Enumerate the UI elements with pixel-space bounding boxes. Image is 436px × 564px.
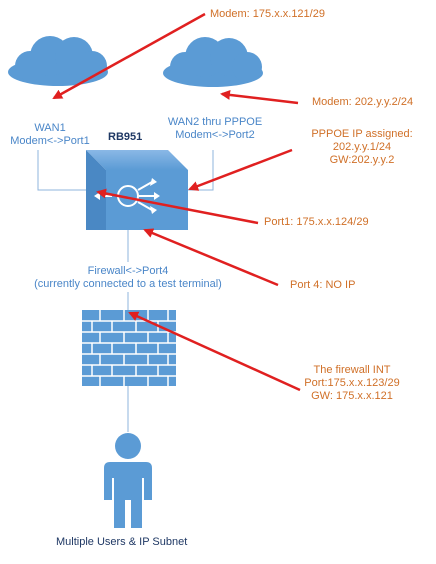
router-icon (86, 150, 188, 230)
user-icon (104, 433, 152, 528)
firewall-int-title: The firewall INT (313, 364, 391, 376)
arrow-modem2 (220, 89, 299, 105)
router-name: RB951 (108, 131, 143, 143)
annotation-firewall-int: The firewall INT Port:175.x.x.123/29 GW:… (292, 364, 412, 403)
users-label: Multiple Users & IP Subnet (56, 536, 188, 548)
firewall-label: Firewall<->Port4 (currently connected to… (16, 265, 240, 291)
annotation-pppoe: PPPOE IP assigned: 202.y.y.1/24 GW:202.y… (302, 128, 422, 167)
firewall-note: (currently connected to a test terminal) (34, 278, 222, 290)
arrow-pppoe (188, 148, 293, 191)
annotation-port4: Port 4: NO IP (290, 279, 356, 291)
annotation-modem1: Modem: 175.x.x.121/29 (210, 8, 325, 20)
wan2-title: WAN2 thru PPPOE (167, 116, 263, 128)
firewall-int-port: Port:175.x.x.123/29 (304, 377, 400, 389)
arrow-firewall-int (128, 311, 301, 392)
pppoe-title: PPPOE IP assigned: (311, 128, 413, 140)
arrow-modem1 (52, 12, 206, 100)
annotation-arrows (52, 12, 301, 392)
connector-lines (37, 150, 214, 432)
pppoe-ip: 202.y.y.1/24 (332, 141, 392, 153)
wan1-link: Modem<->Port1 (10, 135, 90, 147)
cloud-icon-wan1 (8, 36, 108, 86)
arrow-port1 (96, 188, 259, 225)
firewall-icon (82, 310, 176, 386)
cloud-icon-wan2 (163, 37, 263, 87)
wan1-title: WAN1 (34, 122, 66, 134)
wan2-link: Modem<->Port2 (175, 129, 255, 141)
pppoe-gw: GW:202.y.y.2 (329, 154, 395, 166)
firewall-int-gw: GW: 175.x.x.121 (311, 390, 393, 402)
wan2-label: WAN2 thru PPPOE Modem<->Port2 (160, 116, 270, 142)
firewall-title: Firewall<->Port4 (87, 265, 169, 277)
wan1-label: WAN1 Modem<->Port1 (0, 122, 100, 148)
arrow-port4 (143, 228, 279, 287)
annotation-port1: Port1: 175.x.x.124/29 (264, 216, 369, 228)
annotation-modem2: Modem: 202.y.y.2/24 (312, 96, 414, 108)
